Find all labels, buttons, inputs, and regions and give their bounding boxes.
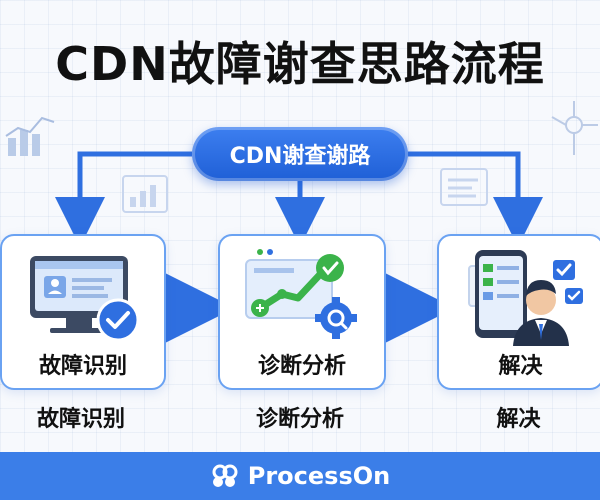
- phone-engineer-icon: [468, 250, 583, 346]
- step-card-title: 解决: [498, 354, 543, 379]
- step-sub-label: 诊断分析: [255, 407, 344, 432]
- footer-bar: ProcessOn: [0, 452, 600, 500]
- processon-logo-icon: [212, 464, 238, 487]
- bar-chart-decoration: [5, 116, 55, 156]
- step-sub-label: 故障识别: [36, 407, 125, 432]
- step-card-title: 诊断分析: [257, 354, 346, 379]
- footer-brand[interactable]: ProcessOn: [247, 462, 391, 490]
- connector-to-step-1: [55, 151, 192, 247]
- document-decoration: [440, 168, 488, 206]
- step-card-resolve: 解决: [437, 234, 600, 390]
- network-decoration: [551, 101, 598, 155]
- step-card-diagnose: 诊断分析: [218, 234, 386, 390]
- connector-to-step-3: [408, 151, 543, 247]
- monitor-check-icon: [30, 256, 140, 342]
- step-card-title: 故障识别: [38, 354, 127, 379]
- diagnosis-chart-gear-icon: [245, 249, 357, 339]
- hub-node: CDN谢查谢路: [192, 127, 408, 181]
- step-card-identify: 故障识别: [0, 234, 166, 390]
- page-title: CDN故障谢查思路流程: [55, 37, 545, 91]
- step-sub-label: 解决: [496, 407, 541, 432]
- chart-card-decoration: [122, 175, 168, 213]
